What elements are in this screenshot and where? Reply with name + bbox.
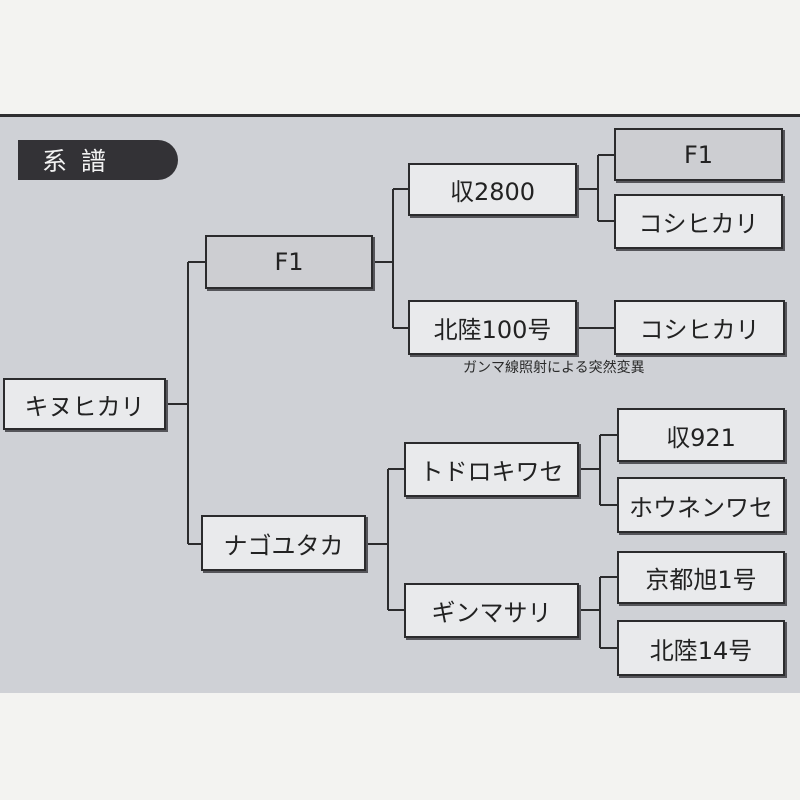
node-f1-parent: F1	[614, 128, 783, 181]
node-ginmasari: ギンマサリ	[404, 583, 579, 638]
node-kinuhikari: キヌヒカリ	[3, 378, 166, 430]
node-hokuriku14: 北陸14号	[617, 620, 785, 676]
diagram-panel: 系譜	[0, 114, 800, 693]
node-nagoyutaka: ナゴユタカ	[201, 515, 366, 571]
node-shu921: 収921	[617, 408, 785, 462]
node-koshihikari-a: コシヒカリ	[614, 194, 783, 249]
node-todorokiwase: トドロキワセ	[404, 442, 579, 497]
node-hokuriku100: 北陸100号	[408, 300, 577, 355]
node-hounenwase: ホウネンワセ	[617, 477, 785, 533]
node-kyoto-asahi: 京都旭1号	[617, 551, 785, 604]
connector-lines	[166, 154, 617, 649]
mutation-annotation: ガンマ線照射による突然変異	[463, 360, 645, 376]
node-shu2800: 収2800	[408, 163, 577, 216]
node-f1: F1	[205, 235, 373, 289]
node-koshihikari-b: コシヒカリ	[614, 300, 785, 355]
diagram-title: 系譜	[18, 140, 178, 180]
